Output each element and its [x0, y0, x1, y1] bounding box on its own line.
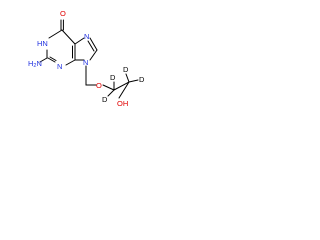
- bond-cd2a-cd2b: [113, 81, 130, 91]
- atom-o-ether: O: [96, 81, 102, 90]
- molecule-structure: O HN H2N N N N N O OH D D D D: [28, 9, 145, 108]
- bond-c2-n3: [47, 57, 56, 63]
- bond-cd2b-oh: [118, 81, 130, 99]
- bond-c5-n7: [74, 37, 85, 45]
- atom-oh: OH: [117, 99, 128, 108]
- bond-c5-c6: [61, 29, 76, 45]
- bonds: [39, 19, 139, 99]
- bond-n7-c8: [89, 37, 98, 51]
- atom-n-imid-top: N: [84, 32, 89, 41]
- atom-d3: D: [123, 65, 129, 74]
- atom-labels: O HN H2N N N N N O OH D D D D: [28, 9, 145, 108]
- bond-c8-n9: [89, 49, 98, 61]
- atom-d1: D: [110, 73, 116, 82]
- atom-d2: D: [102, 95, 108, 104]
- atom-n-ring-a: N: [57, 62, 62, 71]
- bond-n7-c8-double: [87, 40, 95, 52]
- bond-cd2b-d3: [125, 73, 130, 83]
- bond-n3-c4: [65, 59, 76, 66]
- bond-c2-nh2: [39, 57, 48, 63]
- bond-c6-n1: [48, 29, 63, 39]
- bond-c2-n3-double: [49, 56, 57, 61]
- bond-o-cd2a: [102, 84, 115, 91]
- bond-cd2a-d2: [107, 89, 115, 97]
- atom-nh-ring: HN: [37, 39, 48, 48]
- atom-n-imid-bottom: N: [83, 58, 88, 67]
- bond-cd2b-d4: [128, 79, 139, 83]
- atom-d4: D: [139, 75, 145, 84]
- atom-o-carbonyl: O: [60, 9, 66, 18]
- atom-nh2: H2N: [28, 59, 42, 69]
